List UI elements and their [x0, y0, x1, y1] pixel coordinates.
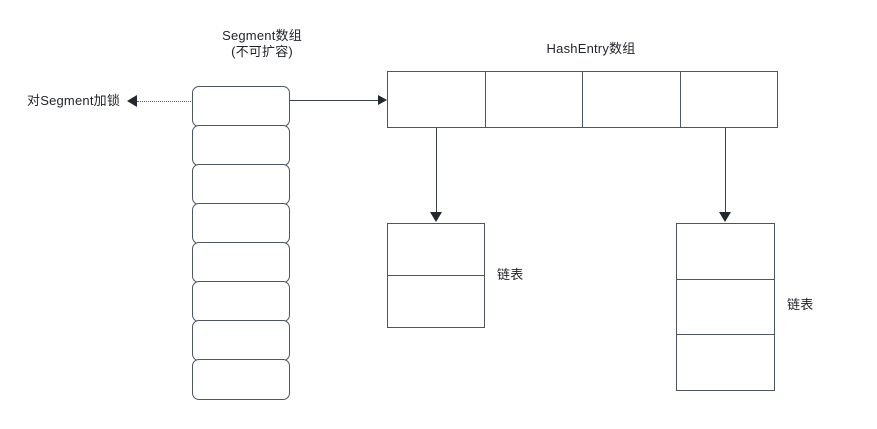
hashentry-to-right-list-connector — [725, 128, 726, 213]
hashentry-to-left-list-arrow-head-icon — [430, 212, 442, 222]
hashentry-to-left-list-connector — [436, 128, 437, 213]
segment-cell[interactable] — [192, 281, 290, 322]
segment-array-column — [192, 86, 290, 400]
lock-arrow-head-icon — [127, 95, 137, 107]
linked-list-node[interactable] — [388, 276, 484, 327]
hashentry-array — [387, 71, 778, 128]
segment-array-title-main: Segment数组 — [222, 28, 302, 43]
linked-list-node[interactable] — [677, 280, 774, 336]
hashentry-cell[interactable] — [388, 72, 486, 127]
segment-cell[interactable] — [192, 86, 290, 127]
segment-to-hashentry-arrow-head-icon — [378, 95, 387, 105]
segment-cell[interactable] — [192, 359, 290, 400]
hashentry-cell[interactable] — [681, 72, 778, 127]
linked-list-node[interactable] — [677, 335, 774, 390]
hashentry-array-title: HashEntry数组 — [546, 41, 636, 56]
linked-list-right-label: 链表 — [787, 297, 814, 312]
segment-cell[interactable] — [192, 203, 290, 244]
linked-list-left-label: 链表 — [497, 267, 524, 282]
segment-array-title: Segment数组 (不可扩容) — [197, 28, 327, 60]
segment-cell[interactable] — [192, 242, 290, 283]
lock-dotted-connector — [137, 101, 193, 102]
segment-array-title-sub: (不可扩容) — [231, 44, 293, 59]
segment-cell[interactable] — [192, 320, 290, 361]
linked-list-node[interactable] — [388, 224, 484, 276]
linked-list-left — [387, 223, 485, 328]
linked-list-node[interactable] — [677, 224, 774, 280]
hashentry-cell[interactable] — [486, 72, 583, 127]
hashentry-to-right-list-arrow-head-icon — [719, 212, 731, 222]
lock-segment-label: 对Segment加锁 — [27, 93, 121, 108]
hashentry-cell[interactable] — [583, 72, 681, 127]
segment-cell[interactable] — [192, 125, 290, 166]
segment-to-hashentry-connector — [290, 100, 378, 101]
linked-list-right — [676, 223, 775, 391]
segment-cell[interactable] — [192, 164, 290, 205]
